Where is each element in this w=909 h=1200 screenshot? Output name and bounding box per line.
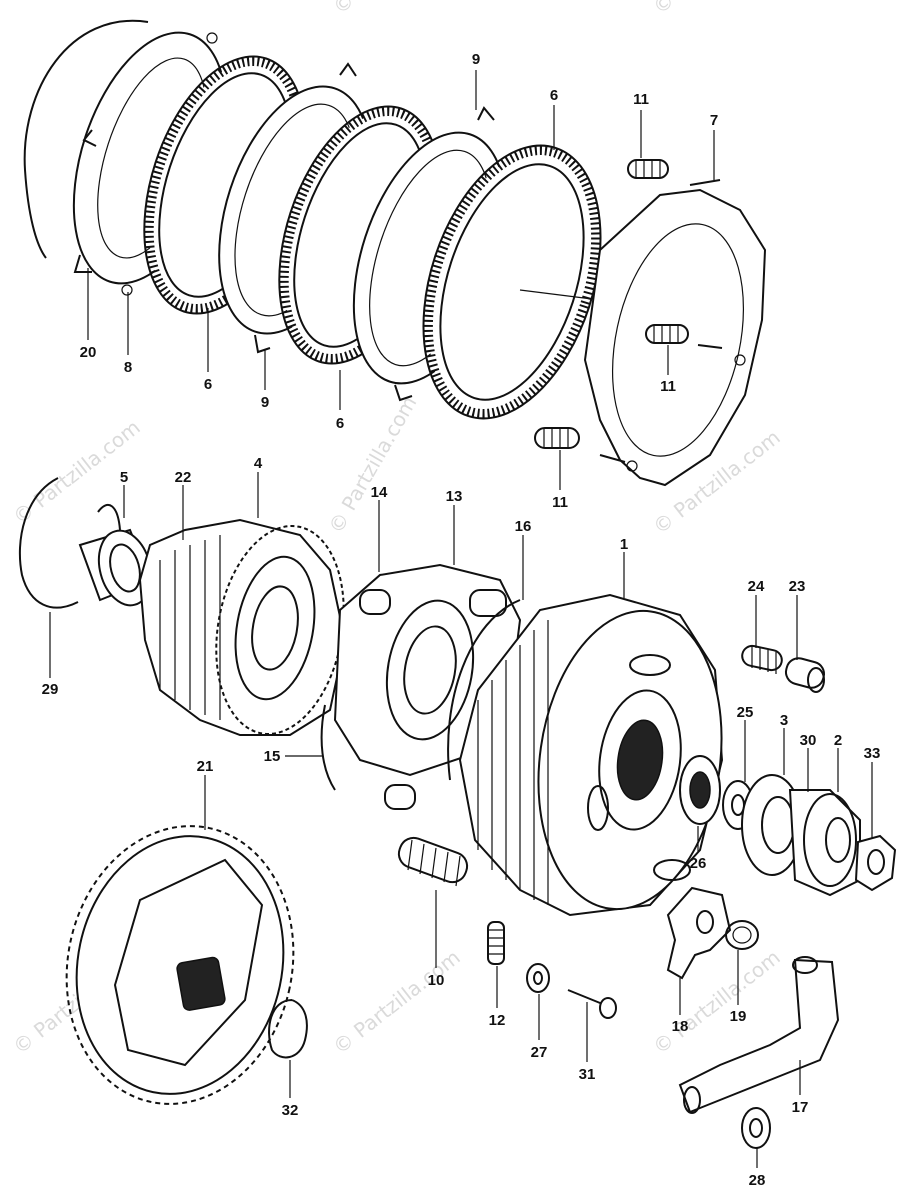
clutch-plate-stack [23,19,767,487]
damper-ring-16 [447,599,521,781]
clutch-outer-1 [458,593,724,917]
primary-gear-4 [138,518,347,736]
callout-10: 10 [428,972,445,989]
watermark: © Partzilla.com [648,945,784,1059]
callout-32: 32 [282,1102,299,1119]
callout-11: 11 [552,494,568,511]
lower-parts [65,825,840,1149]
callout-16: 16 [515,518,532,535]
washer-28 [741,1107,771,1149]
clip-15 [320,704,336,791]
circlip-32 [268,999,308,1059]
spring-24 [741,644,783,674]
driven-gear-21 [65,825,295,1105]
callout-13: 13 [446,488,463,505]
callout-24: 24 [748,578,765,595]
callout-11: 11 [660,378,676,395]
callout-21: 21 [197,758,214,775]
callout-33: 33 [864,745,881,762]
callout-7: 7 [710,112,718,129]
callout-12: 12 [489,1012,506,1029]
callout-4: 4 [254,455,263,472]
spring-19 [725,920,759,950]
lifter-2 [788,789,861,897]
watermark: © Partzilla.com [324,392,422,538]
callout-18: 18 [672,1018,689,1035]
callout-23: 23 [789,578,806,595]
rear-plate-7 [583,179,767,487]
callout-6: 6 [550,87,558,104]
nut-33 [854,834,897,892]
callout-5: 5 [120,469,128,486]
callout-9: 9 [261,394,269,411]
watermark: © Partzilla.com [328,945,464,1059]
callout-11: 11 [633,91,649,108]
stud-line [519,289,601,301]
spring-10 [397,836,469,887]
callout-31: 31 [579,1066,596,1083]
watermark: © Partzilla.com [648,0,784,19]
callout-17: 17 [792,1099,809,1116]
callout-20: 20 [80,344,97,361]
callout-9: 9 [472,51,480,68]
callout-6: 6 [204,376,212,393]
callout-25: 25 [737,704,754,721]
release-arm-17 [678,956,840,1114]
bearing-26 [679,755,721,825]
watermark: © Partzilla.com [328,0,464,19]
pin-12 [487,921,505,965]
clutch-middle-assembly [18,477,897,917]
pin-23 [784,657,826,693]
bushing-5 [78,503,153,607]
callout-3: 3 [780,712,788,729]
callout-8: 8 [124,359,132,376]
lever-plate-18 [666,886,732,980]
callout-29: 29 [42,681,59,698]
circlip-29 [18,477,79,609]
callout-1: 1 [620,536,628,553]
screw-31 [567,989,617,1019]
washer-27 [526,963,550,993]
callout-28: 28 [749,1172,766,1189]
callout-30: 30 [800,732,817,749]
callout-2: 2 [834,732,842,749]
callout-14: 14 [371,484,388,501]
callout-22: 22 [175,469,192,486]
callout-labels: 20 8 6 9 6 9 6 11 7 11 11 5 22 4 14 13 1… [42,51,881,1189]
leader-lines [49,70,873,1168]
spring-11c [534,427,580,449]
callout-27: 27 [531,1044,548,1061]
callout-19: 19 [730,1008,747,1025]
callout-6: 6 [336,415,344,432]
snap-ring-20 [23,19,149,259]
spring-11a [627,159,669,179]
callout-26: 26 [690,855,707,872]
callout-15: 15 [264,748,281,765]
spring-11b [645,324,689,344]
friction-disc-6c [422,144,602,420]
